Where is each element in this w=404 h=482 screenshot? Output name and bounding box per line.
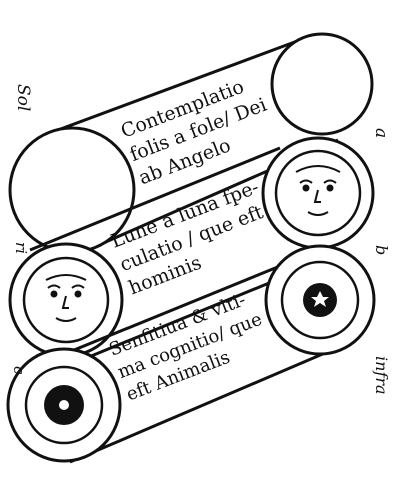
label-b: b <box>372 245 391 255</box>
band-human <box>8 136 375 370</box>
moon-face-right-icon <box>295 165 341 216</box>
circle-sun-right <box>270 32 374 136</box>
label-sol: Sol <box>13 84 33 111</box>
label-c: c <box>10 366 28 375</box>
moon-face-left-icon <box>45 274 87 322</box>
label-a: a <box>371 128 391 138</box>
label-infra: infra <box>372 356 391 395</box>
label-ri: ri <box>12 242 30 254</box>
circle-sense-left-dot <box>59 400 69 410</box>
band-animal <box>6 244 376 464</box>
star-icon <box>311 291 329 307</box>
